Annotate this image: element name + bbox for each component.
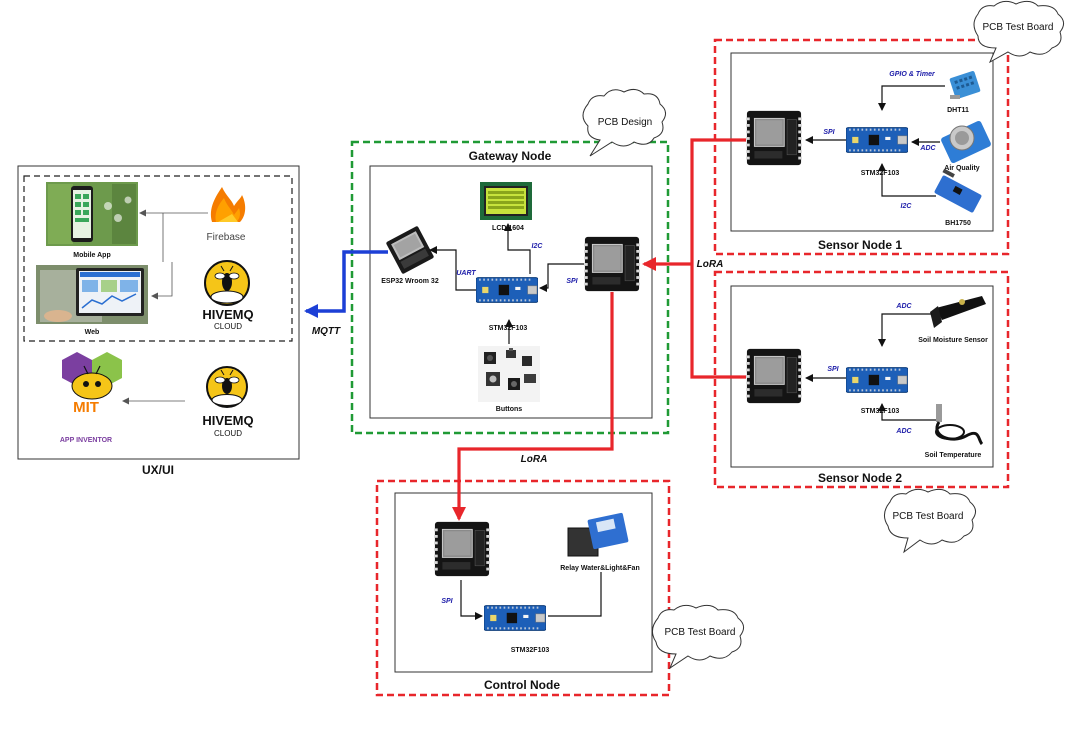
pcb-design-label: PCB Design [598,117,652,128]
sensor-node-2-title: Sensor Node 2 [818,471,902,485]
firebase-logo [210,187,246,222]
sensor2-callout-label: PCB Test Board [893,511,964,522]
soil-temperature-image [935,404,984,446]
buttons-image [478,346,540,402]
sensor2-arrows [805,313,936,421]
hivemq2-top-text: HIVEMQ [202,413,253,428]
mit-text: MIT [73,399,99,416]
lora-link-control [452,292,614,521]
esp32-label: ESP32 Wroom 32 [381,278,439,285]
soil-temperature-label: Soil Temperature [925,452,982,459]
dht11-image [949,71,981,99]
gateway-title: Gateway Node [469,149,552,163]
control-pcb-callout [652,604,744,670]
gateway-lora-module [584,236,640,292]
control-stm32-label: STM32F103 [511,647,550,654]
sensor2-adc2-label: ADC [895,428,912,435]
hivemq-cloud-logo-2 [206,366,248,408]
mqtt-label: MQTT [312,326,341,337]
gateway-uart-label: UART [456,270,476,277]
mobile-app-image [46,182,138,246]
web-label: Web [85,329,100,336]
sensor1-i2c-label: I2C [901,203,913,210]
sensor1-adc-label: ADC [919,145,936,152]
sensor2-lora-module [746,348,802,404]
bh1750-label: BH1750 [945,220,971,227]
web-image [36,265,148,324]
pcb-design-callout [582,88,666,157]
esp32-image [386,226,434,274]
sensor1-stm32-label: STM32F103 [861,170,900,177]
hivemq-top-text: HIVEMQ [202,307,253,322]
control-stm32-board [484,604,546,632]
uxui-title: UX/UI [142,463,174,477]
lora-bottom-label: LoRA [521,454,548,465]
control-node-panel [375,479,671,697]
sensor2-stm32-label: STM32F103 [861,408,900,415]
hivemq2-cloud-text: CLOUD [214,429,242,438]
sensor1-pcb-callout [973,0,1064,64]
app-inventor-text: APP INVENTOR [60,437,112,444]
lora-link-sensors [642,138,746,379]
control-node-title: Control Node [484,678,560,692]
buttons-label: Buttons [496,406,523,413]
sensor1-arrows [805,85,945,197]
relay-image [567,512,629,557]
mqtt-link [304,250,388,318]
gateway-arrows [429,223,584,344]
sensor2-adc1-label: ADC [895,303,912,310]
gateway-stm32-board [476,277,538,303]
lcd-1604-image [480,182,532,220]
sensor1-gpio-label: GPIO & Timer [889,71,936,78]
firebase-label: Firebase [207,232,246,243]
hivemq-cloud-text: CLOUD [214,322,242,331]
relay-label: Relay Water&Light&Fan [560,565,639,572]
hivemq-cloud-logo [204,260,250,306]
sensor-node-1-title: Sensor Node 1 [818,238,902,252]
uxui-arrows [122,209,208,405]
sensor1-callout-label: PCB Test Board [983,22,1054,33]
mobile-app-label: Mobile App [73,252,110,259]
air-quality-image [941,121,991,163]
control-callout-label: PCB Test Board [665,627,736,638]
air-quality-label: Air Quality [944,165,980,172]
lora-top-label: LoRA [697,259,724,270]
bh1750-image [934,168,982,213]
control-lora-module [434,521,490,577]
dht11-label: DHT11 [947,107,969,114]
soil-moisture-image [930,296,986,328]
control-arrows [460,572,602,620]
soil-moisture-label: Soil Moisture Sensor [918,337,988,344]
sensor2-stm32-board [846,367,908,393]
gateway-i2c-label: I2C [532,243,544,250]
control-spi-label: SPI [441,598,453,605]
mit-app-inventor-logo [62,352,122,400]
gateway-spi-label: SPI [566,278,578,285]
gateway-stm32-label: STM32F103 [489,325,528,332]
sensor2-pcb-callout [884,488,976,554]
sensor1-lora-module [746,110,802,166]
sensor1-stm32-board [846,127,908,153]
sensor1-spi-label: SPI [823,129,835,136]
sensor2-spi-label: SPI [827,366,839,373]
